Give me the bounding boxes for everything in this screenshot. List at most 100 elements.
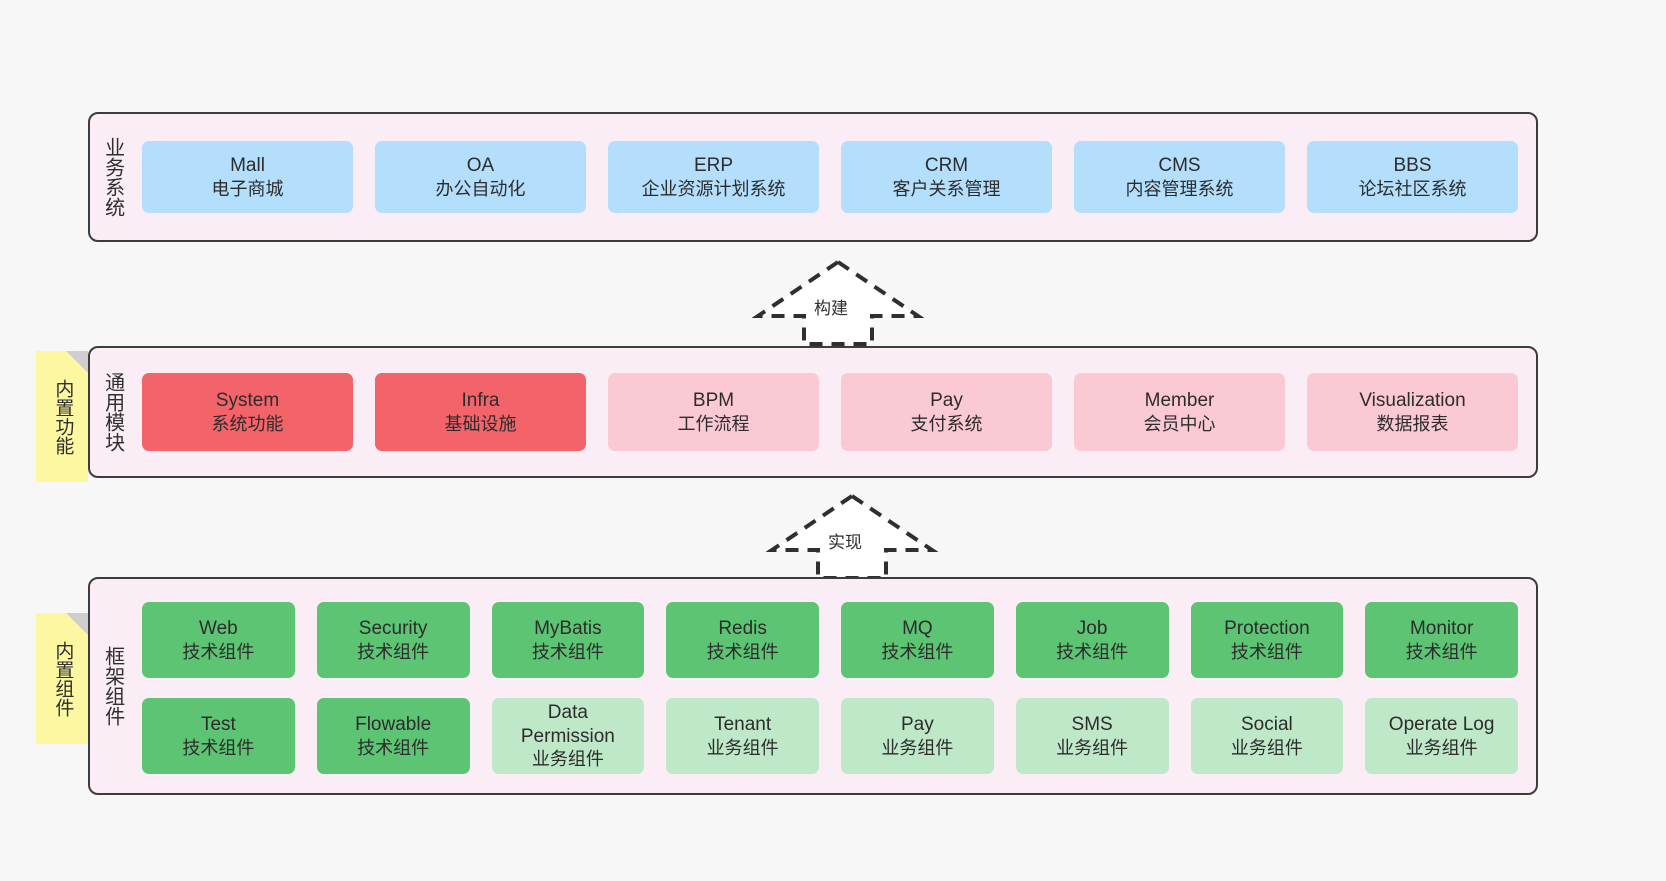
node-test-en: Test <box>200 714 236 736</box>
node-data-permission[interactable]: Data Permission 业务组件 <box>491 698 645 774</box>
node-mq-cn: 技术组件 <box>881 641 954 662</box>
node-data-permission-cn: 业务组件 <box>531 749 604 770</box>
note-builtin-function-label: 内置功能 <box>52 378 74 455</box>
node-member-cn: 会员中心 <box>1143 413 1216 434</box>
node-pay-component[interactable]: Pay 业务组件 <box>841 698 994 774</box>
node-member-en: Member <box>1144 390 1215 412</box>
node-web-en: Web <box>199 618 238 640</box>
node-erp[interactable]: ERP 企业资源计划系统 <box>608 141 819 213</box>
node-monitor[interactable]: Monitor 技术组件 <box>1365 602 1518 678</box>
node-protection-cn: 技术组件 <box>1230 641 1303 662</box>
node-mq-en: MQ <box>902 618 933 640</box>
node-pay-module-cn: 支付系统 <box>910 413 983 434</box>
node-mybatis-en: MyBatis <box>534 618 602 640</box>
node-protection-en: Protection <box>1224 618 1310 640</box>
layer-framework-components: 框架组件 Web 技术组件 Security 技术组件 MyBatis 技术组件… <box>88 577 1538 795</box>
node-test[interactable]: Test 技术组件 <box>142 698 295 774</box>
node-bbs-cn: 论坛社区系统 <box>1358 178 1467 199</box>
node-infra-cn: 基础设施 <box>444 413 517 434</box>
node-job-cn: 技术组件 <box>1056 641 1129 662</box>
node-social-cn: 业务组件 <box>1230 737 1303 758</box>
node-tenant-en: Tenant <box>714 714 772 736</box>
node-protection[interactable]: Protection 技术组件 <box>1190 602 1344 678</box>
node-pay-module-en: Pay <box>930 390 963 412</box>
node-data-permission-en: Data Permission <box>520 702 615 747</box>
node-crm-en: CRM <box>924 155 969 177</box>
node-redis[interactable]: Redis 技术组件 <box>666 602 819 678</box>
node-erp-cn: 企业资源计划系统 <box>641 178 786 199</box>
node-pay-component-en: Pay <box>901 714 934 736</box>
node-oa-en: OA <box>466 155 495 177</box>
node-social-en: Social <box>1241 714 1293 736</box>
framework-business-row: Test 技术组件 Flowable 技术组件 Data Permission … <box>142 698 1518 774</box>
node-monitor-en: Monitor <box>1409 618 1474 640</box>
node-web[interactable]: Web 技术组件 <box>142 602 295 678</box>
build-arrow-shape <box>751 259 925 346</box>
node-bbs[interactable]: BBS 论坛社区系统 <box>1307 141 1518 213</box>
node-flowable-cn: 技术组件 <box>357 737 430 758</box>
node-security-cn: 技术组件 <box>357 641 430 662</box>
node-mybatis[interactable]: MyBatis 技术组件 <box>491 602 645 678</box>
node-mybatis-cn: 技术组件 <box>531 641 604 662</box>
node-sms[interactable]: SMS 业务组件 <box>1015 698 1169 774</box>
node-mall-en: Mall <box>230 155 265 177</box>
node-operate-log-cn: 业务组件 <box>1405 737 1478 758</box>
layer-common-modules-title: 通用模块 <box>101 372 124 452</box>
node-cms-en: CMS <box>1158 155 1201 177</box>
build-arrow-label: 构建 <box>814 299 848 318</box>
node-operate-log-en: Operate Log <box>1388 714 1495 736</box>
layer-common-modules: 通用模块 System 系统功能 Infra 基础设施 BPM 工作流程 Pay… <box>88 346 1538 478</box>
node-oa[interactable]: OA 办公自动化 <box>375 141 586 213</box>
node-sms-en: SMS <box>1071 714 1113 736</box>
modules-row: System 系统功能 Infra 基础设施 BPM 工作流程 Pay 支付系统… <box>142 373 1518 451</box>
node-monitor-cn: 技术组件 <box>1405 641 1478 662</box>
node-member[interactable]: Member 会员中心 <box>1074 373 1285 451</box>
node-mq[interactable]: MQ 技术组件 <box>841 602 994 678</box>
node-infra[interactable]: Infra 基础设施 <box>375 373 586 451</box>
note-builtin-component-label: 内置组件 <box>52 640 74 717</box>
node-mall-cn: 电子商城 <box>211 178 284 199</box>
node-visualization-cn: 数据报表 <box>1376 413 1449 434</box>
node-redis-cn: 技术组件 <box>706 641 779 662</box>
node-bpm-cn: 工作流程 <box>677 413 750 434</box>
node-operate-log[interactable]: Operate Log 业务组件 <box>1365 698 1518 774</box>
node-security-en: Security <box>358 618 428 640</box>
node-redis-en: Redis <box>718 618 767 640</box>
node-tenant[interactable]: Tenant 业务组件 <box>666 698 819 774</box>
layer-framework-components-body: Web 技术组件 Security 技术组件 MyBatis 技术组件 Redi… <box>134 579 1536 793</box>
node-sms-cn: 业务组件 <box>1056 737 1129 758</box>
node-flowable[interactable]: Flowable 技术组件 <box>316 698 470 774</box>
node-job[interactable]: Job 技术组件 <box>1015 602 1169 678</box>
note-builtin-function: 内置功能 <box>36 351 88 482</box>
framework-tech-row: Web 技术组件 Security 技术组件 MyBatis 技术组件 Redi… <box>142 602 1518 678</box>
node-system[interactable]: System 系统功能 <box>142 373 353 451</box>
node-social[interactable]: Social 业务组件 <box>1190 698 1344 774</box>
business-row: Mall 电子商城 OA 办公自动化 ERP 企业资源计划系统 CRM 客户关系… <box>142 141 1518 213</box>
node-test-cn: 技术组件 <box>182 737 255 758</box>
note-builtin-component: 内置组件 <box>36 613 88 744</box>
node-security[interactable]: Security 技术组件 <box>316 602 470 678</box>
node-pay-component-cn: 业务组件 <box>881 737 954 758</box>
node-system-cn: 系统功能 <box>211 413 284 434</box>
node-cms[interactable]: CMS 内容管理系统 <box>1074 141 1285 213</box>
layer-business-systems-title: 业务系统 <box>101 137 124 217</box>
node-visualization[interactable]: Visualization 数据报表 <box>1307 373 1518 451</box>
layer-common-modules-body: System 系统功能 Infra 基础设施 BPM 工作流程 Pay 支付系统… <box>134 348 1536 476</box>
node-infra-en: Infra <box>461 390 500 412</box>
node-crm[interactable]: CRM 客户关系管理 <box>841 141 1052 213</box>
node-bpm[interactable]: BPM 工作流程 <box>608 373 819 451</box>
node-cms-cn: 内容管理系统 <box>1125 178 1234 199</box>
node-mall[interactable]: Mall 电子商城 <box>142 141 353 213</box>
node-crm-cn: 客户关系管理 <box>892 178 1001 199</box>
node-flowable-en: Flowable <box>355 714 432 736</box>
layer-business-systems-body: Mall 电子商城 OA 办公自动化 ERP 企业资源计划系统 CRM 客户关系… <box>134 114 1536 240</box>
node-bpm-en: BPM <box>692 390 735 412</box>
node-job-en: Job <box>1076 618 1108 640</box>
implement-arrow: 实现 <box>765 490 939 580</box>
node-erp-en: ERP <box>693 155 734 177</box>
node-visualization-en: Visualization <box>1359 390 1466 412</box>
implement-arrow-label: 实现 <box>828 533 862 552</box>
node-oa-cn: 办公自动化 <box>435 178 526 199</box>
node-pay-module[interactable]: Pay 支付系统 <box>841 373 1052 451</box>
build-arrow: 构建 <box>751 256 925 346</box>
